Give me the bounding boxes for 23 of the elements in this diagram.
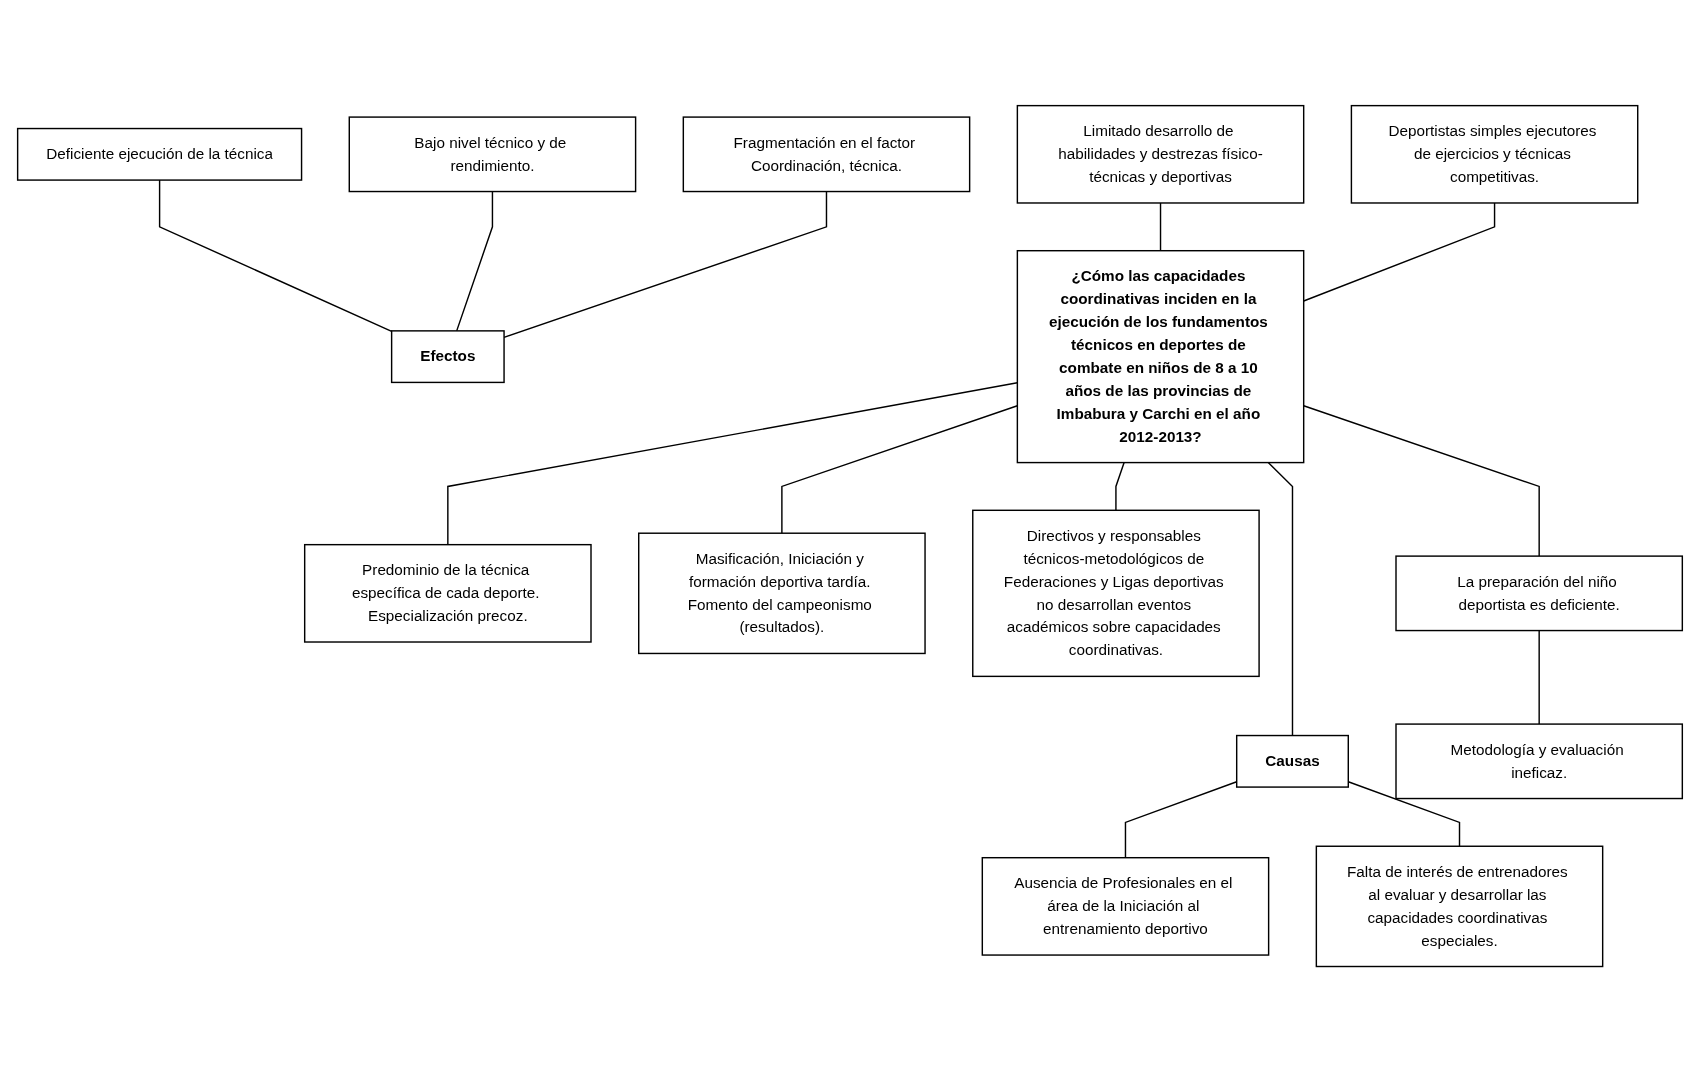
node-box: Efectos bbox=[390, 330, 505, 384]
node-box: Masificación, Iniciación y formación deportiva tardía. Fomento del campeonismo (resultados). bbox=[637, 532, 926, 655]
node-box: Ausencia de Profesionales en el área de la Iniciación al entrenamiento deportivo bbox=[981, 857, 1269, 957]
connector bbox=[1159, 202, 1161, 252]
connector bbox=[158, 179, 392, 333]
node-box: Causas bbox=[1235, 735, 1349, 789]
node-box: La preparación del niño deportista es deficiente. bbox=[1394, 555, 1683, 632]
node-box: Fragmentación en el factor Coordinación, técnica. bbox=[682, 116, 970, 193]
node-box: Bajo nivel técnico y de rendimiento. bbox=[348, 116, 636, 193]
connector bbox=[1114, 462, 1125, 512]
connector bbox=[1124, 781, 1237, 859]
node-box: Directivos y responsables técnicos-metodológicos de Federaciones y Ligas deportivas no desarrollan eventos académicos sobre capacidades coordinativas. bbox=[971, 510, 1260, 678]
connector bbox=[1267, 462, 1293, 737]
node-box: Deportistas simples ejecutores de ejercicios y técnicas competitivas. bbox=[1350, 105, 1638, 205]
node-box: Limitado desarrollo de habilidades y destrezas físico-técnicas y deportivas bbox=[1016, 105, 1304, 205]
connector bbox=[455, 191, 493, 332]
node-box: Predominio de la técnica específica de cada deporte. Especialización precoz. bbox=[303, 544, 592, 644]
node-box: ¿Cómo las capacidades coordinativas inciden en la ejecución de los fundamentos técnicos en deportes de combate en niños de 8 a 10 años de las provincias de Imbabura y Carchi en el año 2012-2013? bbox=[1016, 250, 1304, 464]
node-box: Metodología y evaluación ineficaz. bbox=[1394, 723, 1683, 800]
connector bbox=[1537, 630, 1540, 726]
node-box: Deficiente ejecución de la técnica bbox=[16, 128, 302, 182]
node-box: Falta de interés de entrenadores al evaluar y desarrollar las capacidades coordinativas especiales. bbox=[1315, 845, 1603, 968]
connector bbox=[1347, 781, 1460, 848]
